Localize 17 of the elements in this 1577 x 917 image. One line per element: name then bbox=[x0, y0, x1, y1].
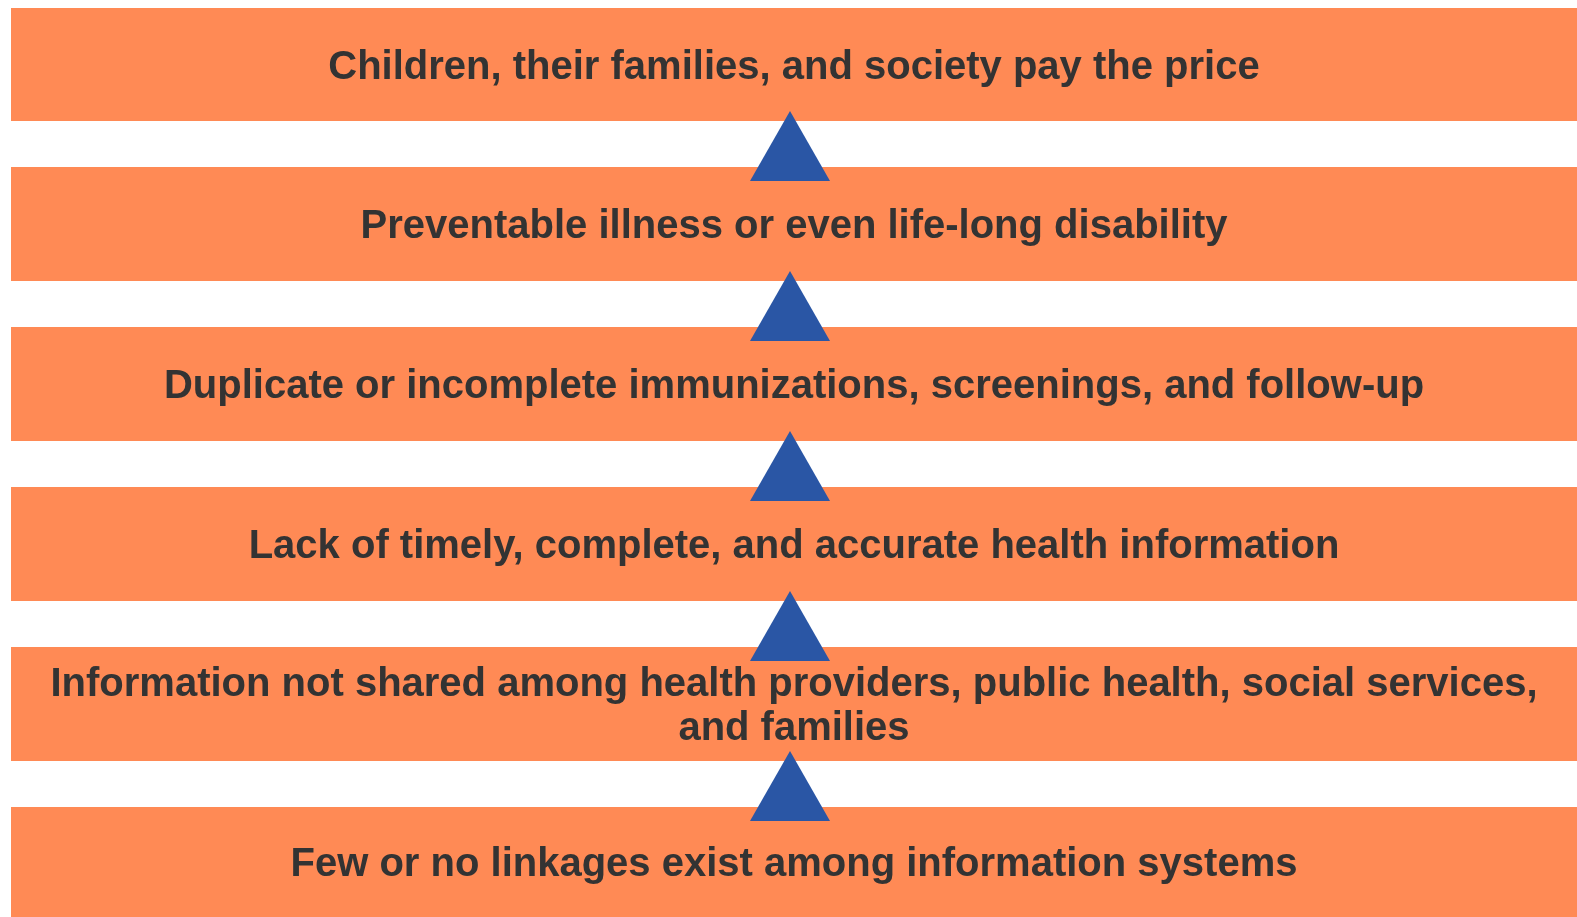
triangle-arrow bbox=[750, 111, 830, 181]
process-band bbox=[11, 807, 1577, 917]
process-band bbox=[11, 647, 1577, 761]
band-text: Few or no linkages exist among information systems bbox=[290, 840, 1298, 884]
triangle-arrow bbox=[750, 751, 830, 821]
process-band bbox=[11, 167, 1577, 281]
band-text: Preventable illness or even life-long disability bbox=[360, 202, 1228, 246]
band-text: Information not shared among health providers, public health, social services, and families bbox=[49, 660, 1539, 748]
triangle-arrow bbox=[750, 271, 830, 341]
process-band bbox=[11, 487, 1577, 601]
process-band bbox=[11, 327, 1577, 441]
band-text: Children, their families, and society pay the price bbox=[328, 42, 1260, 87]
triangle-arrow bbox=[750, 591, 830, 661]
process-band bbox=[11, 8, 1577, 121]
band-text: Duplicate or incomplete immunizations, screenings, and follow-up bbox=[163, 362, 1425, 406]
band-text: Lack of timely, complete, and accurate health information bbox=[248, 522, 1340, 566]
triangle-arrow bbox=[750, 431, 830, 501]
